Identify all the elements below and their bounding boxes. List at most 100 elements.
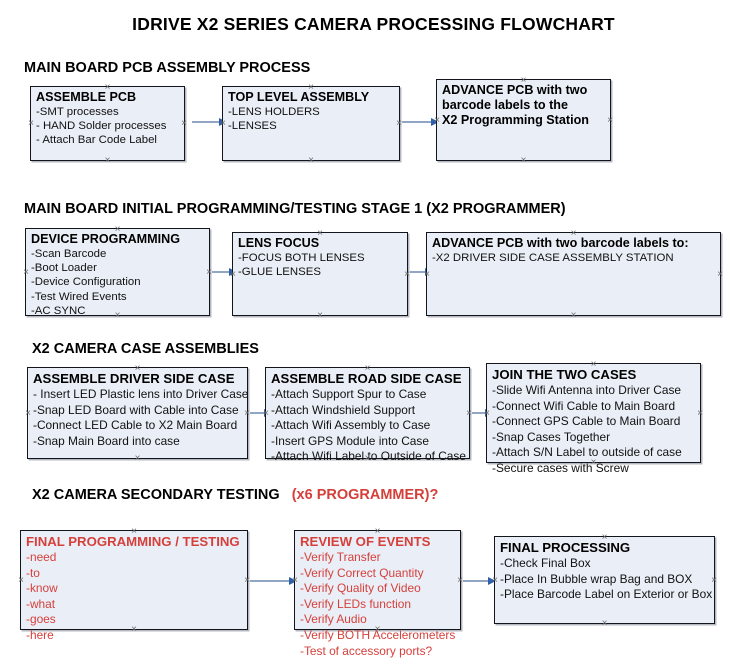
node-review-of-events[interactable]: REVIEW OF EVENTS -Verify Transfer -Verif… bbox=[291, 527, 461, 658]
node-assemble-driver-side-case[interactable]: ASSEMBLE DRIVER SIDE CASE - Insert LED P… bbox=[27, 367, 248, 459]
node-device-programming[interactable]: DEVICE PROGRAMMING -Scan Barcode -Boot L… bbox=[22, 225, 210, 317]
node-assemble-road-side-case[interactable]: ASSEMBLE ROAD SIDE CASE -Attach Support … bbox=[262, 364, 470, 463]
handle-right-icon[interactable] bbox=[716, 270, 725, 279]
node-line: -Snap LED Board with Cable into Case bbox=[33, 402, 239, 417]
node-line: -Connect GPS Cable to Main Board bbox=[492, 414, 681, 429]
node-line: -Connect Wifi Cable to Main Board bbox=[492, 398, 676, 413]
handle-bottom-icon[interactable] bbox=[589, 458, 598, 467]
node-line: -Verify Quality of Video bbox=[300, 581, 421, 596]
node-line: - Insert LED Plastic lens into Driver Ca… bbox=[33, 387, 249, 401]
section-heading-text: MAIN BOARD PCB ASSEMBLY PROCESS bbox=[24, 60, 311, 76]
node-line: - HAND Solder processes bbox=[36, 120, 167, 133]
handle-top-icon[interactable] bbox=[589, 360, 598, 369]
node-line: -to bbox=[26, 565, 40, 580]
node-line: X2 Programming Station bbox=[442, 113, 589, 127]
node-line: -know bbox=[26, 581, 58, 596]
handle-left-icon[interactable] bbox=[219, 119, 228, 128]
node-line: -Scan Barcode bbox=[31, 248, 107, 260]
section-heading-x2-camera-secondary-testing: X2 CAMERA SECONDARY TESTING (x6 PROGRAMM… bbox=[32, 487, 438, 503]
node-line: -Snap Main Board into case bbox=[33, 433, 180, 448]
connector-device-programming-to-lens-focus[interactable] bbox=[212, 267, 237, 276]
node-assemble-pcb[interactable]: ASSEMBLE PCB -SMT processes - HAND Solde… bbox=[30, 86, 185, 161]
node-title: DEVICE PROGRAMMING bbox=[31, 232, 181, 246]
node-line: -Verify Audio bbox=[300, 612, 367, 627]
handle-bottom-icon[interactable] bbox=[519, 156, 528, 165]
handle-bottom-icon[interactable] bbox=[113, 311, 122, 320]
handle-top-icon[interactable] bbox=[113, 225, 122, 234]
node-advance-pcb-driver-side[interactable]: ADVANCE PCB with two barcode labels to: … bbox=[426, 232, 721, 316]
node-line: -Snap Cases Together bbox=[492, 429, 611, 444]
handle-left-icon[interactable] bbox=[24, 409, 33, 418]
node-title: ASSEMBLE DRIVER SIDE CASE bbox=[33, 371, 235, 386]
node-join-the-two-cases[interactable]: JOIN THE TWO CASES -Slide Wifi Antenna i… bbox=[483, 360, 701, 475]
handle-top-icon[interactable] bbox=[600, 533, 609, 542]
handle-left-icon[interactable] bbox=[423, 270, 432, 279]
node-final-programming-testing[interactable]: FINAL PROGRAMMING / TESTING -need -to -k… bbox=[17, 527, 248, 642]
node-line: -Connect LED Cable to X2 Main Board bbox=[33, 418, 238, 433]
handle-left-icon[interactable] bbox=[27, 119, 36, 128]
handle-bottom-icon[interactable] bbox=[133, 454, 142, 463]
handle-left-icon[interactable] bbox=[262, 409, 271, 418]
connector-assemble-pcb-to-top-level-assembly[interactable] bbox=[192, 117, 227, 126]
node-lens-focus[interactable]: LENS FOCUS -FOCUS BOTH LENSES -GLUE LENS… bbox=[232, 232, 408, 316]
handle-top-icon[interactable] bbox=[103, 83, 112, 92]
node-line-overflow: -Test of accessory ports? bbox=[300, 643, 433, 658]
handle-bottom-icon[interactable] bbox=[569, 311, 578, 320]
node-line: -Slide Wifi Antenna into Driver Case bbox=[492, 383, 682, 397]
node-line: -AC SYNC bbox=[31, 304, 86, 317]
handle-left-icon[interactable] bbox=[291, 576, 300, 585]
handle-top-icon[interactable] bbox=[130, 527, 139, 536]
node-line: -need bbox=[26, 550, 57, 564]
node-line: -Attach Wifi Assembly to Case bbox=[271, 418, 431, 433]
handle-top-icon[interactable] bbox=[316, 229, 325, 238]
node-title: TOP LEVEL ASSEMBLY bbox=[228, 90, 370, 104]
handle-left-icon[interactable] bbox=[229, 270, 238, 279]
handle-right-icon[interactable] bbox=[710, 576, 719, 585]
section-heading-text: X2 CAMERA CASE ASSEMBLIES bbox=[32, 341, 259, 357]
handle-left-icon[interactable] bbox=[491, 576, 500, 585]
handle-left-icon[interactable] bbox=[22, 268, 31, 277]
node-top-level-assembly[interactable]: TOP LEVEL ASSEMBLY -LENS HOLDERS -LENSES bbox=[222, 86, 400, 161]
handle-top-icon[interactable] bbox=[569, 229, 578, 238]
node-final-processing[interactable]: FINAL PROCESSING -Check Final Box -Place… bbox=[494, 536, 715, 624]
connector-top-level-assembly-to-advance-pcb[interactable] bbox=[402, 117, 439, 126]
handle-bottom-icon[interactable] bbox=[600, 619, 609, 628]
handle-bottom-icon[interactable] bbox=[373, 625, 382, 634]
handle-right-icon[interactable] bbox=[696, 409, 705, 418]
handle-bottom-icon[interactable] bbox=[316, 311, 325, 320]
section-heading-text: X2 CAMERA SECONDARY TESTING bbox=[32, 487, 280, 503]
node-title: ASSEMBLE ROAD SIDE CASE bbox=[271, 371, 462, 386]
connector-final-programming-to-review-of-events[interactable] bbox=[250, 576, 297, 585]
handle-top-icon[interactable] bbox=[373, 527, 382, 536]
handle-left-icon[interactable] bbox=[433, 116, 442, 125]
handle-top-icon[interactable] bbox=[133, 364, 142, 373]
handle-bottom-icon[interactable] bbox=[307, 156, 316, 165]
handle-top-icon[interactable] bbox=[363, 364, 372, 373]
node-line: barcode labels to the bbox=[442, 98, 568, 112]
handle-right-icon[interactable] bbox=[606, 116, 615, 125]
handle-top-icon[interactable] bbox=[307, 83, 316, 92]
section-heading-accent: (x6 PROGRAMMER)? bbox=[291, 487, 439, 503]
node-advance-pcb-programming-station[interactable]: ADVANCE PCB with two barcode labels to t… bbox=[436, 79, 611, 161]
connector-review-of-events-to-final-processing[interactable] bbox=[463, 576, 496, 585]
handle-left-icon[interactable] bbox=[483, 409, 492, 418]
handle-bottom-icon[interactable] bbox=[130, 625, 139, 634]
handle-left-icon[interactable] bbox=[17, 576, 26, 585]
handle-top-icon[interactable] bbox=[519, 76, 528, 85]
handle-right-icon[interactable] bbox=[180, 119, 189, 128]
section-heading-x2-camera-case-assemblies: X2 CAMERA CASE ASSEMBLIES bbox=[32, 341, 259, 357]
node-line: -Attach Windshield Support bbox=[271, 402, 416, 417]
node-line: -Place Barcode Label on Exterior or Box bbox=[500, 587, 713, 602]
node-line: -Verify BOTH Accelerometers bbox=[300, 627, 456, 642]
node-line: -Boot Loader bbox=[31, 262, 97, 275]
handle-bottom-icon[interactable] bbox=[363, 454, 372, 463]
node-line: -LENS HOLDERS bbox=[228, 106, 320, 118]
node-line: -LENSES bbox=[228, 120, 277, 133]
section-heading-main-board-initial-programming: MAIN BOARD INITIAL PROGRAMMING/TESTING S… bbox=[24, 201, 566, 217]
node-line: -Attach Support Spur to Case bbox=[271, 387, 427, 401]
node-line: -SMT processes bbox=[36, 106, 119, 118]
node-line: -here bbox=[26, 627, 54, 642]
node-line: -Verify LEDs function bbox=[300, 596, 412, 611]
node-title: ASSEMBLE PCB bbox=[36, 90, 137, 104]
handle-bottom-icon[interactable] bbox=[103, 156, 112, 165]
